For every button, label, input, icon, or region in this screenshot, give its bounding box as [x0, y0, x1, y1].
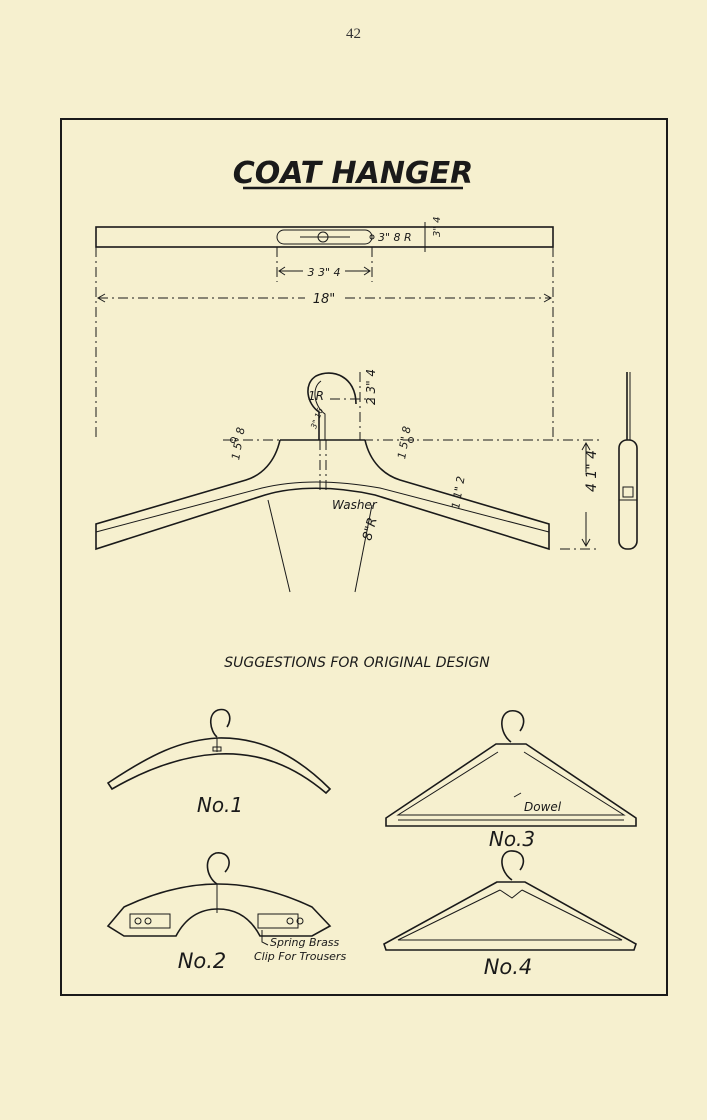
slot-dimension [276, 247, 373, 282]
design-no1 [106, 708, 332, 795]
design-no2 [106, 852, 332, 946]
dowel-label: Dowel [524, 800, 562, 814]
design-no3 [385, 710, 637, 827]
drawing-title: COAT HANGER [233, 156, 473, 191]
total-height-label: 4 1" 4 [584, 450, 600, 492]
side-view [618, 372, 638, 550]
arm-width-label: 1 1" 2 [449, 475, 468, 510]
overall-dimension [95, 247, 554, 440]
curve-radius-label: 8"R [360, 516, 381, 542]
clip-note-line2: Clip For Trousers [254, 950, 346, 963]
hook-wire-label: 3" 16 [309, 407, 325, 430]
design-no3-label: No.3 [489, 827, 535, 851]
washer-label: Washer [332, 498, 378, 512]
drawing-frame [60, 118, 668, 996]
suggestions-title: SUGGESTIONS FOR ORIGINAL DESIGN [224, 655, 490, 671]
hook-height-label: 2 3" 4 [364, 369, 378, 405]
overall-length-label: 18" [313, 292, 336, 307]
thickness-label: 3" 4 [432, 216, 443, 237]
slot-length-label: 3 3" 4 [307, 266, 340, 279]
hook-radius-label: 1R [308, 389, 324, 403]
design-no4 [383, 850, 637, 951]
slot-radius-label: 3" 8 R [378, 231, 412, 244]
design-no4-label: No.4 [484, 955, 533, 979]
front-view [95, 372, 600, 593]
shoulder-left-label: 1 5" 8 [229, 426, 248, 461]
shoulder-right-label: 1 5" 8 [395, 425, 414, 460]
clip-note-line1: Spring Brass [270, 936, 340, 949]
design-no1-label: No.1 [197, 793, 243, 817]
design-no2-label: No.2 [178, 949, 227, 973]
top-view [95, 222, 554, 252]
page-number: 42 [346, 26, 361, 42]
